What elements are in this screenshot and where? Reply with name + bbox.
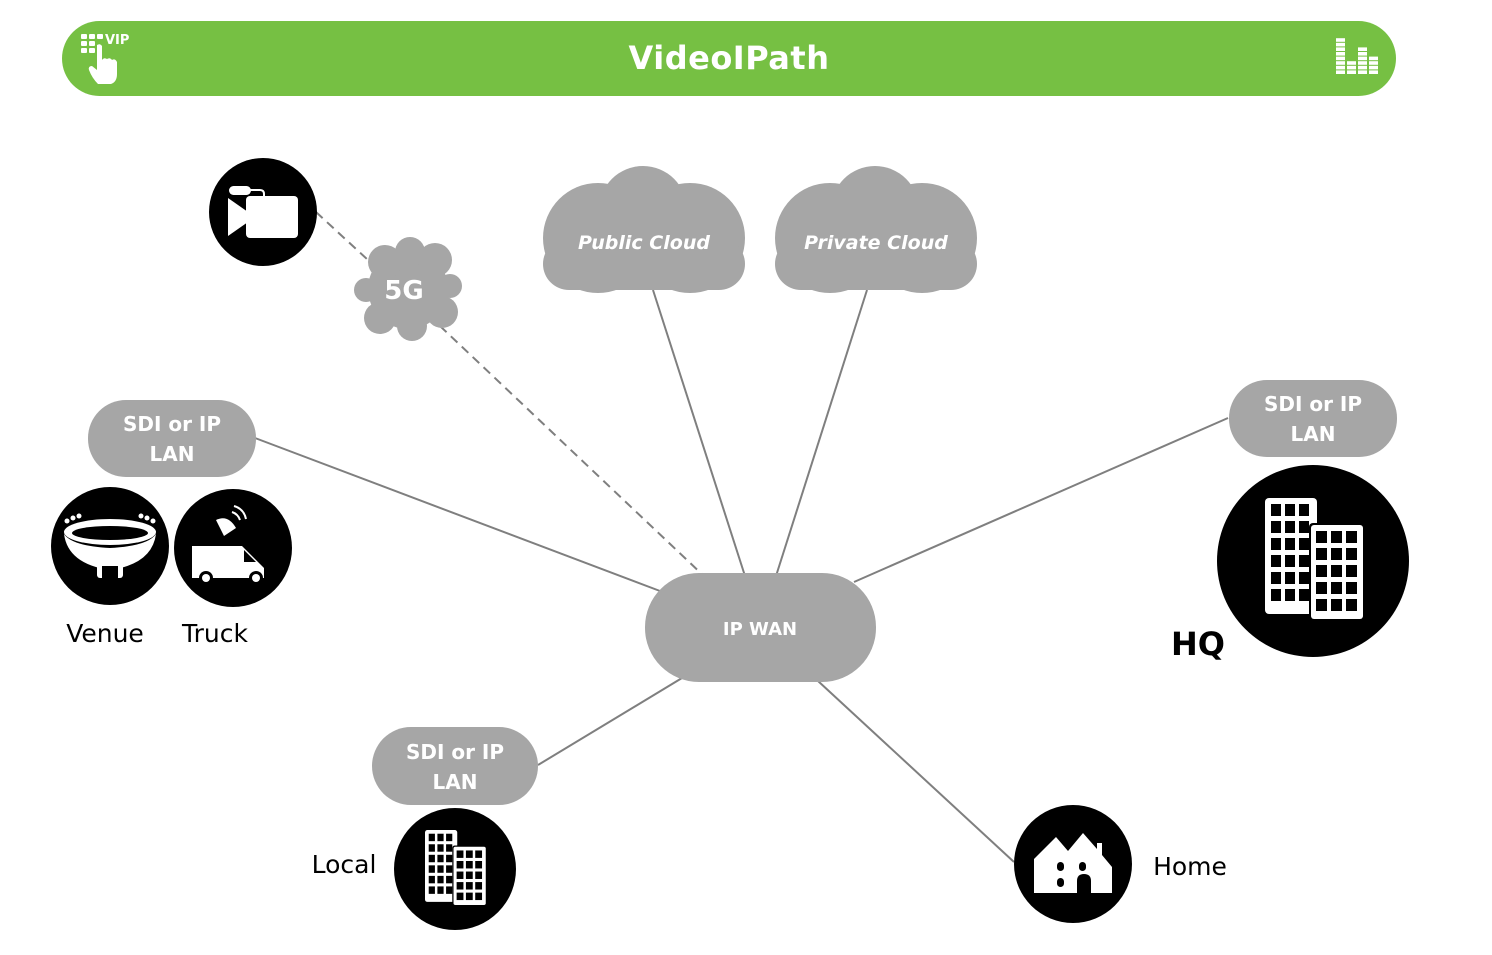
venue-label: Venue bbox=[66, 619, 144, 648]
office-buildings-icon bbox=[1217, 465, 1409, 657]
connection-lan-local-wan bbox=[537, 677, 683, 766]
lan-local-line2: LAN bbox=[433, 770, 478, 794]
app-title: VideoIPath bbox=[628, 39, 830, 77]
private-cloud-label: Private Cloud bbox=[804, 232, 948, 254]
lan-local-line1: SDI or IP bbox=[406, 740, 504, 764]
connection-camera-5g bbox=[315, 211, 369, 261]
public-cloud-node: Public Cloud bbox=[543, 166, 745, 293]
hq-label: HQ bbox=[1171, 625, 1225, 663]
lan-hq-node: SDI or IP LAN bbox=[1229, 380, 1397, 457]
header-banner: VIP VideoIPath bbox=[62, 21, 1396, 96]
house-icon bbox=[1014, 805, 1132, 923]
connection-public-cloud-wan bbox=[652, 289, 746, 577]
video-camera-icon bbox=[209, 158, 317, 266]
truck-label: Truck bbox=[181, 619, 248, 648]
lan-venue-line1: SDI or IP bbox=[123, 412, 221, 436]
connection-lan-hq-wan bbox=[853, 417, 1229, 583]
lan-venue-truck-node: SDI or IP LAN bbox=[88, 400, 256, 477]
ip-wan-label: IP WAN bbox=[723, 619, 797, 640]
lan-hq-line1: SDI or IP bbox=[1264, 392, 1362, 416]
connection-home-wan bbox=[817, 680, 1015, 863]
connection-private-cloud-wan bbox=[775, 289, 868, 577]
home-label: Home bbox=[1153, 852, 1227, 881]
equalizer-bars-icon bbox=[1336, 38, 1378, 74]
lan-venue-line2: LAN bbox=[150, 442, 195, 466]
5g-cloud-node: 5G bbox=[354, 237, 462, 341]
lan-hq-line2: LAN bbox=[1291, 422, 1336, 446]
private-cloud-node: Private Cloud bbox=[775, 166, 977, 293]
keypad-hand-icon: VIP bbox=[81, 33, 129, 84]
ob-truck-icon bbox=[174, 489, 292, 607]
local-label: Local bbox=[312, 850, 377, 879]
ip-wan-node: IP WAN bbox=[645, 573, 876, 682]
connection-lan-venue-wan bbox=[254, 437, 661, 592]
public-cloud-label: Public Cloud bbox=[578, 232, 710, 254]
office-buildings-icon bbox=[394, 808, 516, 930]
stadium-icon bbox=[51, 487, 169, 605]
lan-local-node: SDI or IP LAN bbox=[372, 727, 538, 805]
5g-label: 5G bbox=[384, 276, 423, 306]
connection-5g-wan bbox=[439, 325, 707, 579]
vip-logo-text: VIP bbox=[105, 33, 129, 48]
